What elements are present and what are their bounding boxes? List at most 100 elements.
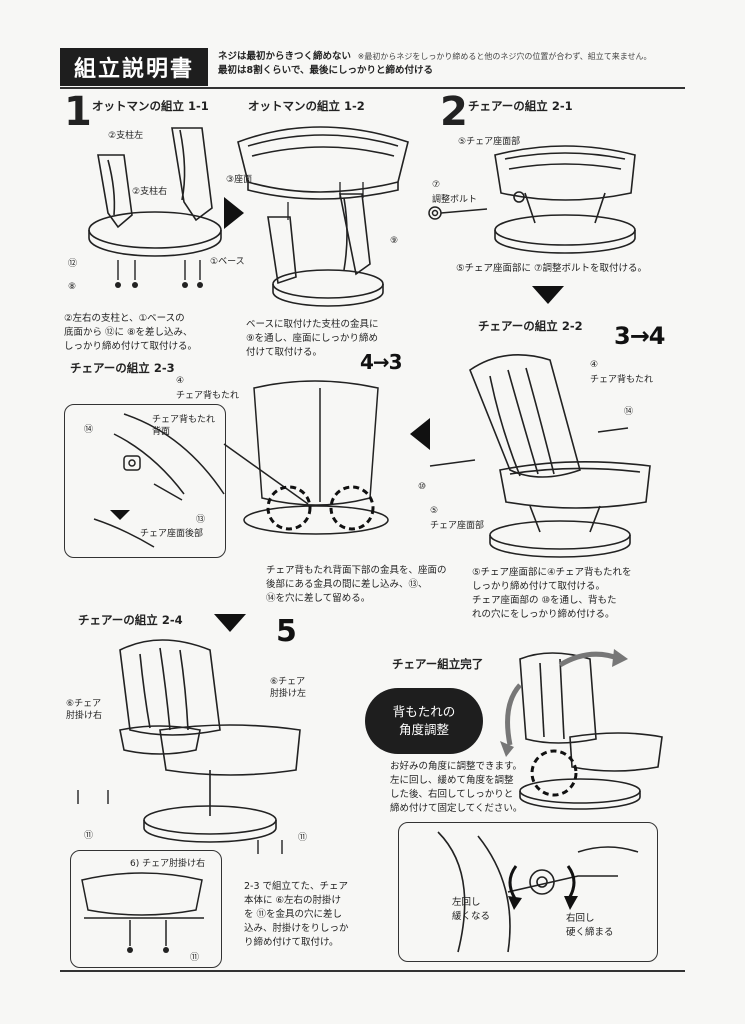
label-seat-face: ③座面: [226, 175, 253, 185]
caption-complete-line: 左に回し、緩めて角度を調整: [390, 775, 514, 786]
caption-complete: お好みの角度に調整できます。 左に回し、緩めて角度を調整 した後、右回してしっか…: [390, 760, 522, 816]
step-2-number: 2: [440, 89, 468, 135]
right-turn-text: 右回し 硬く締まる: [566, 912, 614, 940]
caption-1-2-line: ⑨を通し、座面にしっかり締め: [246, 333, 379, 344]
caption-complete-line: した後、右回してしっかりと: [390, 789, 514, 800]
label-arm-left-2: 肘掛け左: [270, 689, 307, 699]
label-back-face-1: チェア背もたれ: [152, 415, 216, 425]
caption-2-4-line: 2-3 で組立てた、チェア: [244, 881, 349, 892]
step-2-3-title: チェアーの組立 2-3: [70, 361, 175, 375]
label-base: ①ベース: [210, 257, 245, 267]
header-rule: [60, 87, 685, 89]
caption-2-4-line: を ⑪を金具の穴に差し: [244, 909, 343, 920]
detail-frame-2-4: [70, 850, 222, 968]
label-arm-left-1: ⑥チェア: [270, 677, 306, 687]
caption-complete-line: お好みの角度に調整できます。: [390, 761, 523, 772]
arrow-down-icon: [532, 286, 564, 304]
handwritten-note-3-4: 3→4: [614, 322, 666, 350]
label-chair-seat: ⑤チェア座面部: [458, 137, 521, 147]
caption-2-4-line: 込み、肘掛けをりしっか: [244, 923, 349, 934]
label-arm-right-1: ⑥チェア: [66, 699, 102, 709]
label-part-11-a: ⑪: [84, 831, 94, 841]
right-turn-line: 右回し: [566, 913, 595, 924]
caption-2-3-line: チェア背もたれ背面下部の金具を、座面の: [266, 565, 447, 576]
right-turn-line: 硬く締まる: [566, 927, 614, 938]
handwritten-note-5: 5: [276, 614, 297, 649]
arrow-left-icon: [410, 418, 430, 450]
caption-2-4: 2-3 で組立てた、チェア 本体に ⑥左右の肘掛け を ⑪を金具の穴に差し 込み…: [244, 880, 349, 950]
label-part-9: ⑨: [390, 236, 399, 246]
caption-2-1: ⑤チェア座面部に ⑦調整ボルトを取付ける。: [456, 263, 648, 274]
label-seat: チェア座面部: [430, 521, 485, 531]
label-post-right: ②支柱右: [132, 187, 168, 197]
complete-title: チェアー組立完了: [392, 657, 484, 671]
label-chair-back: チェア背もたれ: [590, 375, 654, 385]
label-chair-back-2-3: チェア背もたれ: [176, 391, 240, 401]
caption-2-3: チェア背もたれ背面下部の金具を、座面の 後部にある金具の間に差し込み、⑬、 ⑭を…: [266, 564, 447, 606]
document-title: 組立説明書: [60, 48, 208, 86]
caption-1-2: ベースに取付けた支柱の金具に ⑨を通し、座面にしっかり締め 付けて取付ける。: [246, 318, 379, 360]
chair-back-assembly-illustration: [429, 354, 651, 558]
caption-2-2-line: れの穴にをしっかり締め付ける。: [472, 609, 615, 620]
left-turn-line: 緩くなる: [452, 911, 491, 922]
left-turn-text: 左回し 緩くなる: [452, 896, 490, 924]
ottoman-seat-illustration: [237, 126, 409, 307]
label-part-14-2-3: ⑭: [84, 425, 94, 435]
label-seat-rear: チェア座面後部: [140, 529, 204, 539]
caption-1-1-line: ②左右の支柱と、①ベースの: [64, 313, 185, 324]
handwritten-note-4-3: 4→3: [360, 350, 403, 374]
caption-2-4-line: 本体に ⑥左右の肘掛け: [244, 895, 342, 906]
knob-detail-frame: [398, 822, 658, 962]
adjust-knob-illustration: [437, 831, 639, 953]
warning-main: ネジは最初からきつく締めない: [218, 51, 352, 62]
label-part-8: ⑧: [68, 282, 77, 292]
caption-1-1-line: 底面から ⑫に ⑧を差し込み、: [64, 327, 193, 338]
label-bolt-number: ⑦: [432, 180, 441, 190]
armrest-detail-illustration: [81, 872, 204, 953]
caption-2-4-line: り締め付けて取付け。: [244, 937, 339, 948]
chair-armrest-illustration: [77, 639, 301, 854]
step-1-number: 1: [64, 89, 92, 135]
label-armrest-detail: 6) チェア肘掛け右: [130, 859, 206, 869]
caption-2-2: ⑤チェア座面部に④チェア背もたれを しっかり締め付けて取付ける。 チェア座面部の…: [472, 566, 632, 622]
arrow-down-icon-2: [214, 614, 246, 632]
caption-1-2-line: ベースに取付けた支柱の金具に: [246, 319, 379, 330]
caption-complete-line: 締め付けて固定してください。: [390, 803, 523, 814]
caption-2-3-line: ⑭を穴に差して留める。: [266, 593, 371, 604]
label-part-10: ⑩: [418, 482, 427, 492]
label-back-face-2: 背面: [152, 427, 171, 437]
step-2-1-title: チェアーの組立 2-1: [468, 99, 573, 113]
chair-back-rear-illustration: [93, 380, 389, 548]
left-turn-line: 左回し: [452, 897, 481, 908]
label-part-11-c: ⑪: [190, 953, 200, 963]
caption-1-2-line: 付けて取付ける。: [246, 347, 323, 358]
label-adjust-bolt: 調整ボルト: [432, 195, 478, 205]
badge-line: 背もたれの: [392, 704, 456, 719]
ottoman-base-illustration: [88, 127, 222, 288]
step-2-2-title: チェアーの組立 2-2: [478, 319, 583, 333]
detail-frame-2-3: [64, 404, 226, 558]
caption-1-1: ②左右の支柱と、①ベースの 底面から ⑫に ⑧を差し込み、 しっかり締め付けて取…: [64, 312, 197, 354]
warning-line2: 最初は8割くらいで、最後にしっかりと締め付ける: [218, 65, 433, 76]
warning-note: ※最初からネジをしっかり締めると他のネジ穴の位置が合わず、組立て来ません。: [357, 52, 652, 61]
badge-line: 角度調整: [398, 722, 449, 737]
recline-adjust-badge: 背もたれの 角度調整: [365, 688, 483, 754]
caption-1-1-line: しっかり締め付けて取付ける。: [64, 341, 198, 352]
step-2-4-title: チェアーの組立 2-4: [78, 613, 183, 627]
label-back-number: ④: [590, 360, 599, 370]
arrow-right-icon: [224, 197, 244, 229]
caption-2-2-line: ⑤チェア座面部に④チェア背もたれを: [472, 567, 632, 578]
step-1-1-title: オットマンの組立 1-1: [92, 99, 209, 113]
label-arm-right-2: 肘掛け右: [66, 711, 103, 721]
step-1-2-title: オットマンの組立 1-2: [248, 99, 365, 113]
label-part-13: ⑬: [196, 515, 206, 525]
label-part-11-b: ⑪: [298, 833, 308, 843]
footer-rule: [60, 970, 685, 972]
finished-chair-illustration: [500, 649, 663, 810]
chair-seat-illustration: [428, 145, 636, 254]
label-back-number-2-3: ④: [176, 376, 185, 386]
caption-2-2-line: しっかり締め付けて取付ける。: [472, 581, 606, 592]
label-post-left: ②支柱左: [108, 131, 144, 141]
label-part-14: ⑭: [624, 407, 634, 417]
caption-2-2-line: チェア座面部の ⑩を通し、背もた: [472, 595, 617, 606]
